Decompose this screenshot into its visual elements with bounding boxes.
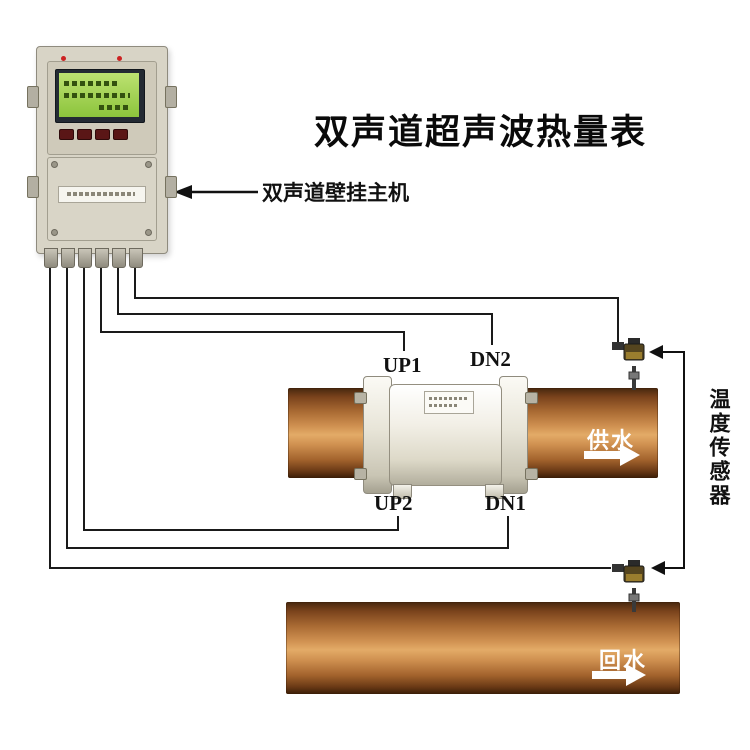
host-label: 双声道壁挂主机 — [262, 182, 409, 205]
transducer-label-dn2: DN2 — [470, 347, 511, 371]
wire-up1 — [100, 266, 405, 351]
nameplate-text-line — [429, 397, 467, 400]
cable-gland — [95, 248, 109, 268]
flow-meter-nameplate — [424, 391, 474, 414]
sensor-probe-nut — [628, 593, 640, 602]
lcd-text-row — [64, 93, 130, 98]
host-button — [113, 129, 128, 140]
wall-mount-host — [36, 46, 168, 254]
transducer-label-dn1: DN1 — [485, 491, 526, 515]
screw-icon — [51, 229, 58, 236]
sensor-probe-nut — [628, 371, 640, 380]
flange-bolt — [525, 392, 538, 404]
return-pipe-label: 回水 — [599, 648, 648, 673]
nameplate-text-line — [429, 404, 459, 407]
screw-icon — [145, 229, 152, 236]
mounting-tab — [27, 86, 39, 108]
transducer-label-up1: UP1 — [383, 353, 422, 377]
host-button — [59, 129, 74, 140]
flange-bolt — [525, 468, 538, 480]
host-button — [77, 129, 92, 140]
mounting-tab — [27, 176, 39, 198]
mounting-tab — [165, 86, 177, 108]
transducer-label-up2: UP2 — [374, 491, 413, 515]
temp-sensor-bracket — [657, 351, 685, 569]
sensor-cap — [628, 338, 640, 345]
host-lower-door — [47, 157, 157, 241]
sensor-brass-band — [626, 352, 642, 359]
sensor-cap — [628, 560, 640, 567]
sensor-body — [623, 565, 645, 583]
flange-bolt — [354, 468, 367, 480]
sensor-probe — [632, 366, 636, 390]
flange-bolt — [354, 392, 367, 404]
sensor-cable-elbow — [612, 342, 624, 350]
flow-meter-right-flange — [499, 376, 528, 494]
host-button — [95, 129, 110, 140]
sensor-brass-band — [626, 574, 642, 581]
lcd-screen — [59, 73, 139, 117]
lcd-text-row — [64, 81, 120, 86]
sensor-cable-elbow — [612, 564, 624, 572]
host-nameplate — [58, 186, 146, 203]
indicator-dot — [117, 56, 122, 61]
supply-pipe-label: 供水 — [587, 428, 636, 453]
screw-icon — [51, 161, 58, 168]
temperature-sensor-top — [612, 338, 645, 390]
screw-icon — [145, 161, 152, 168]
bracket-arrow-bottom-icon — [651, 561, 665, 575]
cable-gland — [44, 248, 58, 268]
mounting-tab — [165, 176, 177, 198]
temperature-sensor-label: 温度传感器 — [707, 388, 730, 508]
cable-gland — [78, 248, 92, 268]
wire-dn2 — [117, 266, 493, 345]
indicator-dot — [61, 56, 66, 61]
sensor-body — [623, 343, 645, 361]
flow-meter-left-flange — [363, 376, 392, 494]
bracket-arrow-top-icon — [649, 345, 663, 359]
cable-gland — [129, 248, 143, 268]
cable-gland — [112, 248, 126, 268]
wire-temp-sensor-top — [134, 266, 619, 343]
cable-gland — [61, 248, 75, 268]
nameplate-text-line — [67, 192, 135, 196]
page-title: 双声道超声波热量表 — [314, 113, 648, 152]
lcd-text-row — [99, 105, 131, 110]
